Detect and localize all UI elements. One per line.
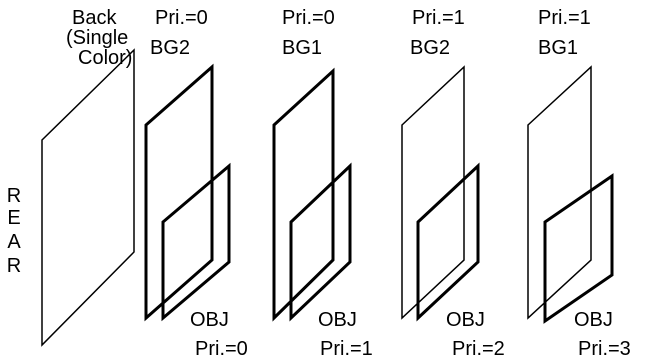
obj-priority-label: Pri.=2 [452, 338, 505, 360]
obj-plane-pri1 [289, 162, 352, 322]
obj-plane-pri0 [161, 162, 231, 322]
back-plane [41, 48, 135, 347]
bg1-plane-pri0 [272, 67, 335, 322]
bg-name-label: BG1 [538, 37, 579, 59]
rear-letter-r2: R [6, 255, 22, 277]
rear-letter-r: R [6, 185, 22, 207]
rear-letter-e: E [7, 207, 21, 229]
obj-label: OBJ [574, 309, 613, 331]
back-color-label: Color) [78, 47, 133, 69]
bg-priority-label: Pri.=0 [282, 7, 335, 29]
obj-plane-pri3 [543, 173, 614, 324]
obj-priority-label: Pri.=0 [195, 338, 248, 360]
rear-letter-a: A [7, 231, 21, 253]
obj-plane-pri2 [416, 162, 480, 322]
bg-priority-label: Pri.=0 [155, 7, 208, 29]
obj-priority-label: Pri.=1 [320, 338, 373, 360]
bg2-plane-pri1 [401, 65, 465, 320]
bg-name-label: BG1 [282, 37, 323, 59]
obj-label: OBJ [190, 309, 229, 331]
bg1-plane-pri1 [527, 65, 592, 320]
obj-priority-label: Pri.=3 [578, 338, 631, 360]
bg-priority-label: Pri.=1 [538, 7, 591, 29]
back-single-label: (Single [66, 27, 129, 49]
back-label: Back [72, 7, 117, 29]
obj-label: OBJ [318, 309, 357, 331]
bg2-plane-pri0 [144, 63, 214, 322]
bg-name-label: BG2 [410, 37, 451, 59]
obj-label: OBJ [446, 309, 485, 331]
bg-priority-label: Pri.=1 [412, 7, 465, 29]
bg-name-label: BG2 [150, 37, 191, 59]
